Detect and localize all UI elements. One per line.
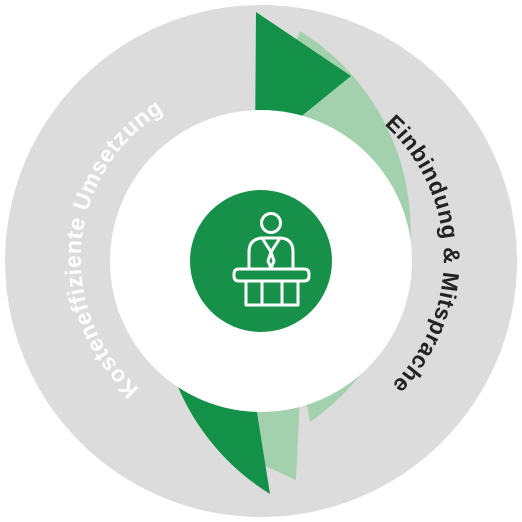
speaker-at-podium-icon	[232, 212, 311, 307]
center-circle	[190, 190, 332, 332]
